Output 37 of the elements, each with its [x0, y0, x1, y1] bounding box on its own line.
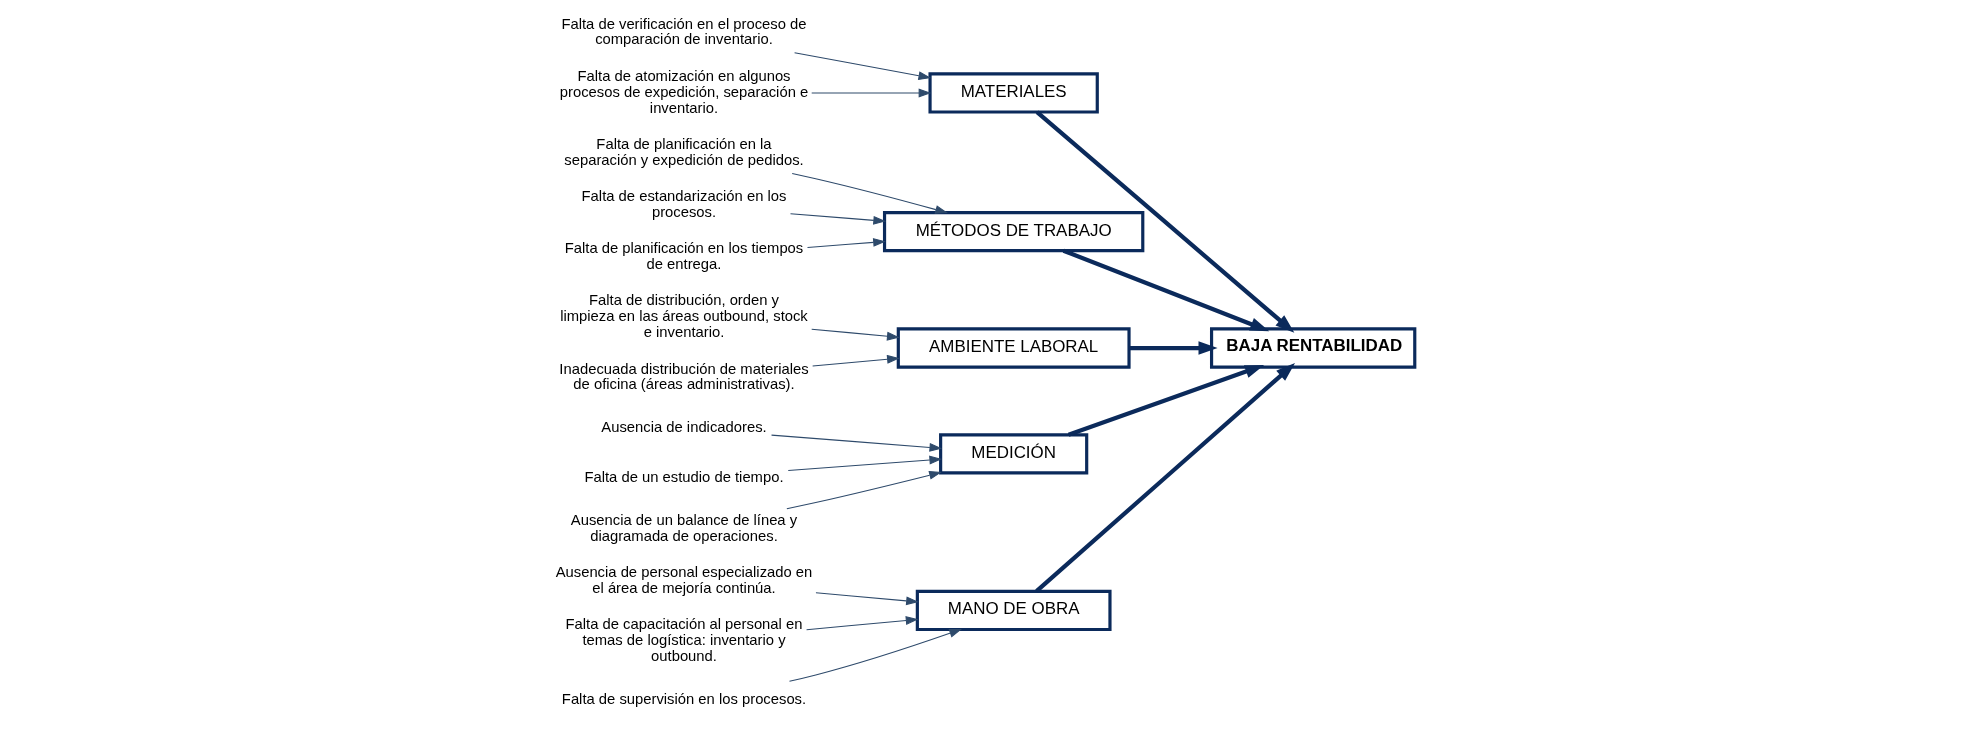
node-box: BAJA RENTABILIDAD: [1210, 327, 1417, 369]
node-text: Falta de planificación en los tiempos de entrega.: [564, 239, 804, 272]
node-box: MANO DE OBRA: [915, 589, 1112, 632]
arrow: [789, 213, 887, 225]
node-text: Ausencia de un balance de línea y diagramada de operaciones.: [570, 511, 798, 544]
arrow: [786, 470, 942, 510]
node-box: MÉTODOS DE TRABAJO: [882, 210, 1145, 253]
arrow: [1067, 365, 1265, 437]
node-text: Falta de distribución, orden y limpieza en las áreas outbound, stock e inventario.: [560, 292, 808, 341]
node-box: MATERIALES: [928, 72, 1099, 114]
node-text: Falta de estandarización en los procesos.: [581, 188, 787, 220]
arrow: [806, 237, 886, 249]
arrow: [815, 592, 919, 606]
arrow: [1035, 363, 1295, 593]
node-text: Inadecuada distribución de materiales de oficina (áreas administrativas).: [559, 360, 809, 393]
arrow: [794, 52, 932, 81]
node-text: Ausencia de personal especializado en el área de mejoría continúa.: [555, 563, 813, 596]
arrow: [1035, 110, 1295, 333]
node-text: Falta de planificación en la separación y expedición de pedidos.: [564, 136, 804, 169]
arrow: [811, 328, 900, 341]
node-text: Falta de verificación en el proceso de comparación de inventario.: [561, 15, 807, 48]
node-text: Falta de capacitación al personal en temas de logística: inventario y outbound.: [565, 616, 803, 664]
arrow: [791, 172, 948, 214]
arrow: [788, 629, 962, 682]
node-text: Falta de un estudio de tiempo.: [584, 469, 784, 486]
node-text: Falta de atomización en algunos procesos de expedición, separación e inventario.: [559, 67, 809, 116]
arrow: [1129, 341, 1218, 355]
arrow: [771, 434, 943, 452]
node-text: Falta de supervisión en los procesos.: [561, 691, 807, 708]
arrow: [1062, 248, 1270, 332]
node-box: AMBIENTE LABORAL: [896, 327, 1131, 369]
node-box: MEDICIÓN: [939, 433, 1089, 475]
arrow: [806, 616, 919, 631]
arrow: [787, 455, 943, 472]
arrow: [812, 354, 900, 367]
node-text: Ausencia de indicadores.: [601, 419, 767, 436]
arrow: [811, 88, 932, 98]
